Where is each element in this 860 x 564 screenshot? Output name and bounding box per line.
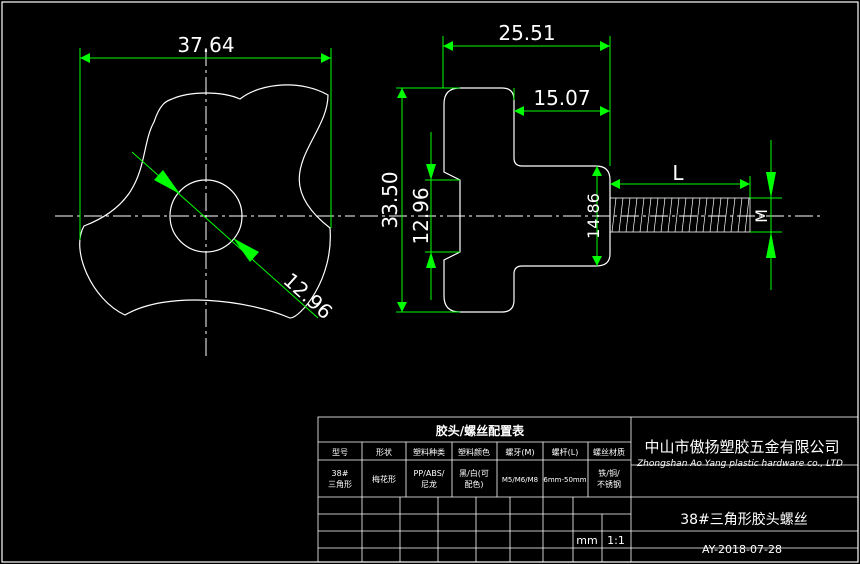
header-thread: 螺牙(M) (505, 447, 534, 457)
cell-plastic-color: 黑/白(可配色) (459, 468, 489, 489)
drawing-number: AY-2018-07-28 (702, 543, 782, 556)
thread-size-arrow-upper (766, 172, 776, 198)
scale-label: 1:1 (607, 534, 625, 547)
cell-thread: M5/M6/M8 (502, 476, 538, 484)
diameter-arrow-lower (233, 238, 259, 262)
knob-outline (79, 84, 331, 319)
header-shape: 形状 (376, 447, 392, 457)
title-block: 胶头/螺丝配置表 型号 形状 塑料种类 塑料颜色 螺牙(M) 螺杆(L) 螺丝材… (317, 416, 859, 563)
hub-arrow-upper (426, 164, 436, 180)
part-name: 38#三角形胶头螺丝 (680, 511, 808, 528)
cell-plastic-type: PP/ABS/尼龙 (414, 469, 445, 489)
hub-circle (169, 179, 243, 253)
cell-shape: 梅花形 (372, 474, 396, 484)
width-dimension-label: 37.64 (177, 33, 234, 57)
unit-label: mm (576, 534, 597, 547)
hub-arrow-lower (426, 252, 436, 268)
header-model: 型号 (332, 448, 348, 457)
header-plastic-type: 塑料种类 (413, 447, 445, 457)
height-dimension-label: 33.50 (378, 171, 402, 228)
thread-lines (611, 197, 750, 233)
hub-height-dimension-label: 12.96 (409, 187, 433, 244)
length-dimension-label: 25.51 (498, 21, 555, 45)
company-name-cn: 中山市傲扬塑胶五金有限公司 (644, 438, 839, 456)
thread-size-label: M (752, 209, 771, 223)
header-screw-material: 螺丝材质 (593, 447, 625, 457)
header-screw-length: 螺杆(L) (552, 447, 579, 457)
thread-length-label: L (672, 161, 684, 185)
thread-size-arrow-lower (766, 232, 776, 258)
diameter-arrow-upper (154, 170, 180, 194)
header-plastic-color: 塑料颜色 (458, 447, 490, 457)
side-view: 25.51 15.07 33.50 12.96 14.86 L M (360, 21, 820, 313)
cell-screw-length: 6mm-50mm (543, 476, 586, 484)
diameter-dimension-label: 12.96 (279, 268, 338, 324)
company-name-en: Zhongshan Ao Yang plastic hardware co., … (636, 459, 843, 469)
cell-model: 38#三角形 (328, 469, 352, 489)
side-profile-outline (443, 87, 611, 313)
shank-dimension-label: 14.86 (584, 193, 603, 239)
head-length-dimension-label: 15.07 (533, 86, 590, 110)
front-view: 37.64 12.96 (55, 33, 355, 358)
config-table-title: 胶头/螺丝配置表 (436, 423, 525, 438)
screw-thread (609, 197, 751, 233)
cell-screw-material: 铁/铜/不锈钢 (597, 468, 621, 489)
